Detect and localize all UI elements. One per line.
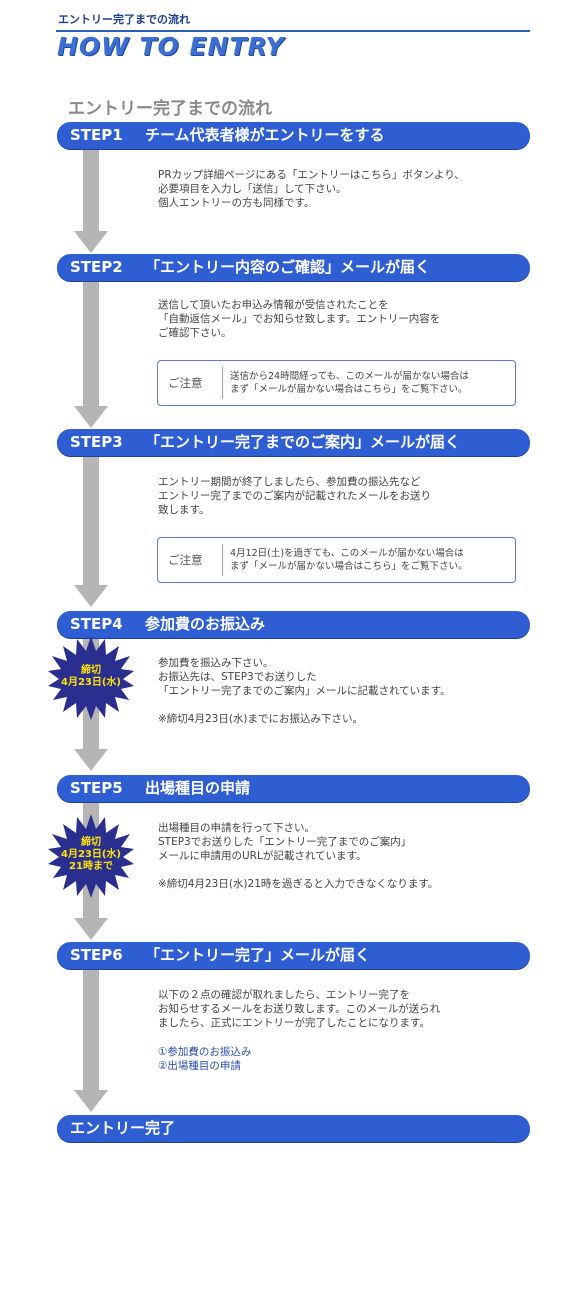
step-title: 出場種目の申請 [145, 779, 251, 797]
flow-arrow-head-4 [74, 749, 108, 771]
step-title: 「エントリー内容のご確認」メールが届く [145, 258, 431, 276]
page-title: HOW TO ENTRY [57, 32, 285, 61]
step-bar-2: STEP2 「エントリー内容のご確認」メールが届く [57, 254, 530, 281]
step-text-5: 出場種目の申請を行って下さい。 STEP3でお送りした「エントリー完了までのご案… [158, 822, 439, 890]
deadline-label: 締切 [81, 837, 101, 848]
deadline-date: 4月23日(水) [60, 677, 121, 688]
notice-box-3: ご注意 4月12日(土)を過ぎても、このメールが届かない場合は まず「メールが届… [157, 537, 516, 583]
step-text-6: 以下の２点の確認が取れましたら、エントリー完了を お知らせするメールをお送り致し… [158, 989, 441, 1029]
deadline-text: 締切 4月23日(水) 21時まで [48, 812, 134, 898]
final-bar: エントリー完了 [57, 1115, 530, 1142]
step-bar-6: STEP6 「エントリー完了」メールが届く [57, 942, 530, 969]
flow-arrow-head-6 [74, 1090, 108, 1112]
flow-arrow-shaft-6 [83, 968, 99, 1092]
final-title: エントリー完了 [70, 1119, 176, 1137]
step-bar-3: STEP3 「エントリー完了までのご案内」メールが届く [57, 429, 530, 456]
starburst-icon [48, 636, 134, 720]
small-heading: エントリー完了までの流れ [58, 13, 190, 26]
step-text-3: エントリー期間が終了しましたら、参加費の振込先など エントリー完了までのご案内が… [158, 476, 431, 516]
deadline-burst-4: 締切 4月23日(水) [48, 634, 134, 720]
notice-divider [222, 544, 223, 576]
top-rule [56, 30, 530, 32]
notice-text: 送信から24時間経っても、このメールが届かない場合は まず「メールが届かない場合… [230, 371, 469, 395]
step-title: 「エントリー完了までのご案内」メールが届く [145, 433, 461, 451]
step-number: STEP3 [70, 433, 123, 451]
step-bar-1: STEP1 チーム代表者様がエントリーをする [57, 122, 530, 149]
flow-arrow-head-3 [74, 585, 108, 607]
step-text-1: PRカップ詳細ページにある「エントリーはこちら」ボタンより、 必要項目を入力し「… [158, 169, 465, 209]
confirm-item-event: ②出場種目の申請 [158, 1060, 241, 1072]
step-number: STEP2 [70, 258, 123, 276]
section-title: エントリー完了までの流れ [68, 99, 272, 119]
step-text-2: 送信して頂いたお申込み情報が受信されたことを 「自動返信メール」でお知らせ致しま… [158, 299, 441, 339]
flow-arrow-shaft-1 [83, 148, 99, 233]
step-number: STEP1 [70, 126, 123, 144]
flow-arrow-shaft-2 [83, 281, 99, 408]
notice-label: ご注意 [168, 553, 203, 567]
step-number: STEP5 [70, 779, 123, 797]
step-text-4: 参加費を振込み下さい。 お振込先は、STEP3でお送りした 「エントリー完了まで… [158, 657, 451, 725]
notice-box-2: ご注意 送信から24時間経っても、このメールが届かない場合は まず「メールが届か… [157, 360, 516, 406]
notice-text: 4月12日(土)を過ぎても、このメールが届かない場合は まず「メールが届かない場… [230, 548, 468, 572]
deadline-burst-5: 締切 4月23日(水) 21時まで [48, 812, 134, 898]
deadline-text: 締切 4月23日(水) [48, 634, 134, 720]
step-title: 参加費のお振込み [145, 615, 266, 633]
step-title: 「エントリー完了」メールが届く [145, 946, 371, 964]
step-title: チーム代表者様がエントリーをする [145, 126, 385, 144]
confirm-item-payment: ①参加費のお振込み [158, 1046, 252, 1058]
step-bar-4: STEP4 参加費のお振込み [57, 611, 530, 638]
flow-arrow-head-1 [74, 231, 108, 253]
step-number: STEP6 [70, 946, 123, 964]
notice-label: ご注意 [168, 376, 203, 390]
step-number: STEP4 [70, 615, 123, 633]
deadline-date: 4月23日(水) [60, 849, 121, 860]
step-bar-5: STEP5 出場種目の申請 [57, 775, 530, 802]
flow-arrow-head-5 [74, 918, 108, 940]
deadline-label: 締切 [81, 665, 101, 676]
deadline-time: 21時まで [69, 861, 113, 872]
flow-arrow-shaft-3 [83, 456, 99, 587]
flow-arrow-head-2 [74, 406, 108, 428]
starburst-icon [48, 814, 134, 898]
notice-divider [222, 367, 223, 399]
